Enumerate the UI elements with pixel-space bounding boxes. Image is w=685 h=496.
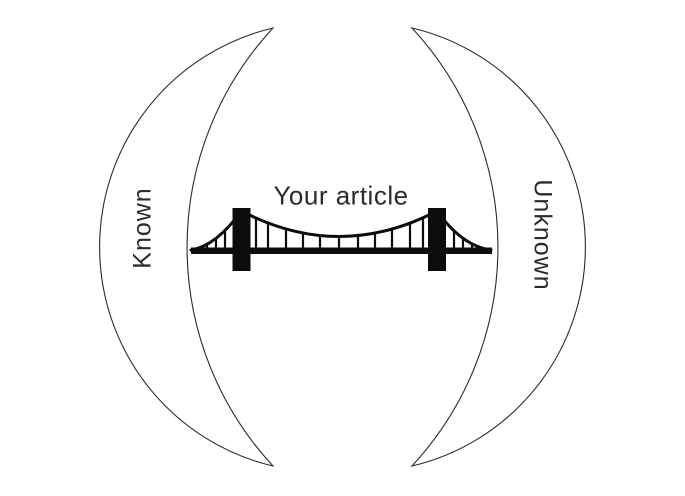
bridge-cable-main — [240, 209, 439, 238]
suspension-bridge-icon — [189, 208, 493, 271]
figure-title: Your article — [273, 180, 409, 211]
unknown-crescent-shape — [410, 27, 586, 467]
known-label: Known — [128, 187, 157, 269]
bridge-deck — [191, 247, 492, 254]
unknown-label: Unknown — [528, 179, 557, 291]
bridge-tower-right — [428, 208, 446, 271]
known-crescent-shape — [99, 27, 275, 467]
bridge-tower-left — [232, 208, 251, 271]
